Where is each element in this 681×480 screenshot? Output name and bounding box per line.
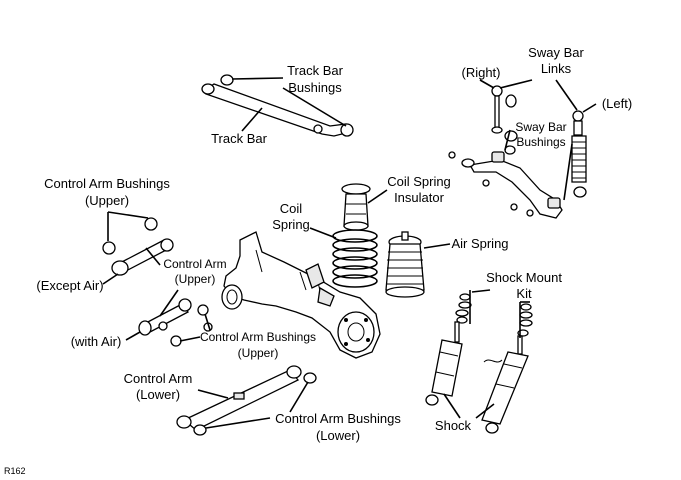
label-text: Coil: [280, 201, 303, 216]
label-shock-mount-kit: Shock Mount Kit: [486, 270, 562, 301]
air-spring-part: [385, 231, 425, 298]
label-shock: Shock: [435, 418, 472, 433]
label-text: Coil Spring: [387, 174, 451, 189]
label-control-arm-lower: Control Arm (Lower): [124, 371, 193, 402]
label-control-arm-upper: Control Arm (Upper): [163, 257, 226, 286]
label-text: (Lower): [316, 428, 360, 443]
label-text: (Upper): [85, 193, 129, 208]
label-text: (Lower): [136, 387, 180, 402]
shock-right-part: [481, 335, 529, 434]
label-text: Control Arm Bushings: [275, 411, 401, 426]
control-arm-lower-part: [176, 365, 317, 436]
coil-spring-part: [332, 229, 378, 288]
control-arm-upper-part: [102, 217, 174, 276]
label-left: (Left): [602, 96, 632, 111]
label-sway-bar-links: Sway Bar Links: [528, 45, 584, 76]
label-text: Control Arm Bushings: [200, 330, 316, 344]
label-text: Control Arm: [124, 371, 193, 386]
label-text: (Upper): [175, 272, 216, 286]
label-text: Kit: [516, 286, 532, 301]
label-coil-spring: Coil Spring: [272, 201, 310, 232]
label-track-bar-bushings: Track Bar Bushings: [287, 63, 344, 95]
label-except-air: (Except Air): [36, 278, 103, 293]
label-text: Control Arm: [163, 257, 226, 271]
label-right: (Right): [461, 65, 500, 80]
sway-bar-link-left: [571, 110, 587, 198]
axle-housing-part: [221, 231, 381, 359]
sway-bar-link-right: [491, 85, 518, 155]
label-text: Control Arm Bushings: [44, 176, 170, 191]
label-air-spring: Air Spring: [451, 236, 508, 251]
label-coil-spring-insulator: Coil Spring Insulator: [387, 174, 451, 205]
shock-mount-kit-left-part: [455, 293, 472, 324]
label-text: Insulator: [394, 190, 445, 205]
label-sway-bar-bushings: Sway Bar Bushings: [515, 120, 566, 149]
label-control-arm-bushings-upper-air: Control Arm Bushings (Upper): [200, 330, 316, 360]
label-text: Bushings: [516, 135, 565, 149]
label-with-air: (with Air): [71, 334, 122, 349]
label-text: Sway Bar: [515, 120, 566, 134]
reference-code: R162: [4, 466, 26, 476]
label-control-arm-bushings-upper: Control Arm Bushings (Upper): [44, 176, 170, 208]
shock-left-part: [425, 321, 463, 406]
coil-spring-insulator-part: [341, 183, 371, 231]
label-text: Spring: [272, 217, 310, 232]
label-text: Track Bar: [287, 63, 344, 78]
track-bar-part: [201, 74, 354, 137]
label-text: Shock Mount: [486, 270, 562, 285]
label-control-arm-bushings-lower: Control Arm Bushings (Lower): [275, 411, 401, 443]
sway-bar-part: [448, 151, 563, 219]
label-text: Links: [541, 61, 572, 76]
label-track-bar: Track Bar: [211, 131, 268, 146]
label-text: Sway Bar: [528, 45, 584, 60]
label-text: Bushings: [288, 80, 342, 95]
leader-lines: [102, 77, 597, 429]
control-arm-upper-air-part: [138, 298, 213, 347]
label-text: (Upper): [238, 346, 279, 360]
